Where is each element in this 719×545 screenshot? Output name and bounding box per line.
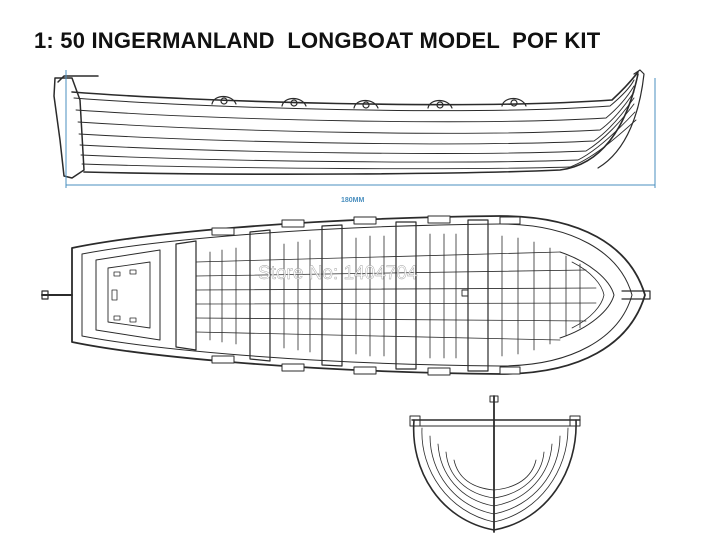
gunwale-blocks: [211, 215, 521, 376]
thwarts: [175, 219, 489, 372]
length-dimension-label: 180MM: [341, 197, 365, 204]
oarlocks: [211, 95, 527, 109]
hull-keel-line: [83, 73, 639, 175]
rudder: [53, 77, 85, 179]
top-plan-view: [41, 215, 651, 376]
tiller: [57, 75, 99, 83]
floorboards: [195, 251, 597, 341]
hull-sheer-line: [71, 71, 639, 106]
page-title: 1: 50 INGERMANLAND LONGBOAT MODEL POF KI…: [34, 28, 601, 53]
length-dimension: [65, 70, 656, 188]
hull-plan-outline: [71, 215, 646, 375]
side-profile-view: [53, 69, 645, 179]
cross-section-view: [409, 395, 581, 533]
store-watermark: Store No: 1404704: [258, 263, 418, 284]
